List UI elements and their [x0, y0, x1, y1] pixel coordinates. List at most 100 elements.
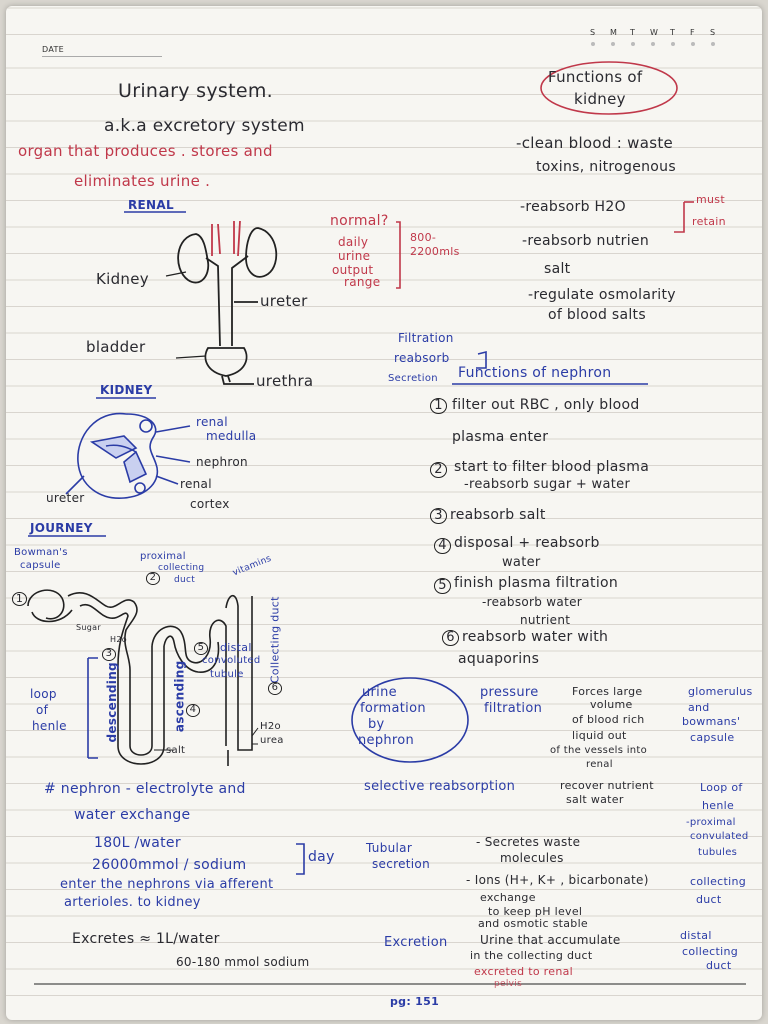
nephron-note-2: water exchange — [74, 807, 191, 823]
sugar-label: Sugar — [76, 623, 101, 632]
renal-heading: RENAL — [128, 198, 174, 212]
glom-4: capsule — [690, 731, 735, 744]
distal-label-3: tubule — [210, 669, 244, 680]
bladder-label: bladder — [86, 338, 146, 356]
excretion-2: in the collecting duct — [470, 949, 593, 962]
per-day: day — [308, 849, 335, 865]
date-line — [42, 56, 162, 57]
step-3-badge: 3 — [102, 648, 116, 661]
step-6-badge: 6 — [268, 682, 282, 695]
sodium-amount: 26000mmol / sodium — [92, 857, 247, 873]
nephron-function-1: filter out RBC , only blood — [452, 397, 640, 413]
functions-kidney-heading-2: kidney — [574, 90, 626, 108]
glom-2: and — [688, 701, 710, 714]
glom-1: glomerulus — [688, 685, 753, 698]
nf-num-5: 5 — [434, 578, 451, 594]
ureter-label: ureter — [260, 292, 308, 310]
title-aka: a.k.a excretory system — [104, 116, 305, 136]
secretes-3: - Ions (H+, K+ , bicarbonate) — [466, 873, 649, 887]
secretes-5: to keep pH level — [488, 905, 583, 918]
day-m: M — [610, 28, 617, 37]
collecting-note-2: duct — [696, 893, 722, 906]
forces-1: Forces large — [572, 685, 643, 698]
kidney-ureter-label: ureter — [46, 491, 85, 505]
enter-line-2: arterioles. to kidney — [64, 895, 201, 910]
glom-3: bowmans' — [682, 715, 741, 728]
proximal-label-3: duct — [174, 575, 196, 585]
distal-note-2: collecting — [682, 945, 739, 958]
nephron-function-1b: plasma enter — [452, 429, 549, 445]
page-number: pg: 151 — [390, 995, 440, 1008]
nf-num-1: 1 — [430, 398, 447, 414]
step-1-badge: 1 — [12, 592, 27, 606]
page-title: Urinary system. — [118, 80, 274, 102]
nf-num-3: 3 — [430, 508, 447, 524]
urine-formation-2: formation — [360, 701, 426, 716]
secretes-6: and osmotic stable — [478, 917, 589, 930]
normal-range: range — [344, 275, 381, 289]
day-s2: S — [710, 28, 716, 37]
journey-heading: JOURNEY — [30, 521, 93, 535]
nephron-function-5: finish plasma filtration — [454, 575, 619, 591]
side-reabsorb: reabsorb — [394, 351, 450, 365]
kidney-function-3: -reabsorb nutrien — [522, 233, 649, 249]
proximal-label-2: collecting — [158, 563, 205, 573]
distal-label-1: distal — [220, 641, 252, 654]
urine-formation-4: nephron — [358, 733, 415, 748]
kidney-cross-section-drawing — [65, 412, 191, 499]
nf-num-2: 2 — [430, 462, 447, 478]
functions-kidney-heading-1: Functions of — [548, 68, 643, 86]
nephron-function-5c: nutrient — [520, 613, 571, 627]
normal-output: output — [332, 263, 374, 277]
bowman-label-2: capsule — [20, 560, 61, 571]
urine-formation-circle — [351, 677, 469, 763]
prox-3: tubules — [698, 847, 738, 858]
day-t: T — [630, 28, 635, 37]
loop-label-3: henle — [32, 719, 67, 733]
excretion-4: pelvis — [494, 979, 523, 989]
drawings-layer — [27, 61, 746, 985]
nephron-function-4: disposal + reabsorb — [454, 535, 600, 551]
step-4-badge: 4 — [186, 704, 200, 717]
distal-note-3: duct — [706, 959, 732, 972]
prox-2: convulated — [690, 831, 749, 842]
forces-3: of blood rich — [572, 713, 645, 726]
nephron-function-6b: aquaporins — [458, 651, 540, 667]
renal-medulla-1: renal — [196, 415, 228, 429]
excretion-1: Urine that accumulate — [480, 933, 621, 947]
urine-formation-3: by — [368, 717, 385, 732]
kidney-function-2: -reabsorb H2O — [520, 199, 626, 215]
water-volume: 180L /water — [94, 835, 181, 851]
nephron-drawing — [27, 589, 259, 766]
loop-label-2: of — [36, 703, 49, 717]
side-filtration: Filtration — [398, 331, 454, 345]
urine-formation-1: urine — [362, 685, 397, 700]
kidney-label: Kidney — [96, 270, 149, 288]
enter-line-1: enter the nephrons via afferent — [60, 877, 274, 892]
kidney-function-1: -clean blood : waste — [516, 134, 674, 152]
nephron-functions-heading: Functions of nephron — [458, 365, 612, 381]
salt-label: salt — [166, 745, 186, 756]
side-secretion: Secretion — [388, 373, 438, 384]
range-value-1: 800- — [410, 231, 437, 244]
notebook-page: DATE S M T W T F S — [6, 6, 762, 1020]
nephron-function-4b: water — [502, 555, 541, 570]
h2o-bottom-label: H2o — [260, 721, 281, 732]
collecting-note-1: collecting — [690, 875, 747, 888]
nephron-function-2: start to filter blood plasma — [454, 459, 650, 475]
nf-num-6: 6 — [442, 630, 459, 646]
day-w: W — [650, 28, 658, 37]
urea-label: urea — [260, 735, 284, 746]
selective-reabsorption: selective reabsorption — [364, 779, 516, 794]
day-s: S — [590, 28, 596, 37]
day-f: F — [690, 28, 695, 37]
excretion-label: Excretion — [384, 935, 448, 950]
definition-line-1: organ that produces . stores and — [18, 142, 273, 160]
nephron-function-6: reabsorb water with — [462, 629, 609, 645]
descending-label: descending — [104, 662, 119, 743]
collecting-duct-label: Collecting duct — [268, 596, 282, 684]
urethra-label: urethra — [256, 372, 314, 390]
kidney-function-1b: toxins, nitrogenous — [536, 159, 676, 175]
nf-num-4: 4 — [434, 538, 451, 554]
renal-medulla-2: medulla — [206, 429, 257, 443]
